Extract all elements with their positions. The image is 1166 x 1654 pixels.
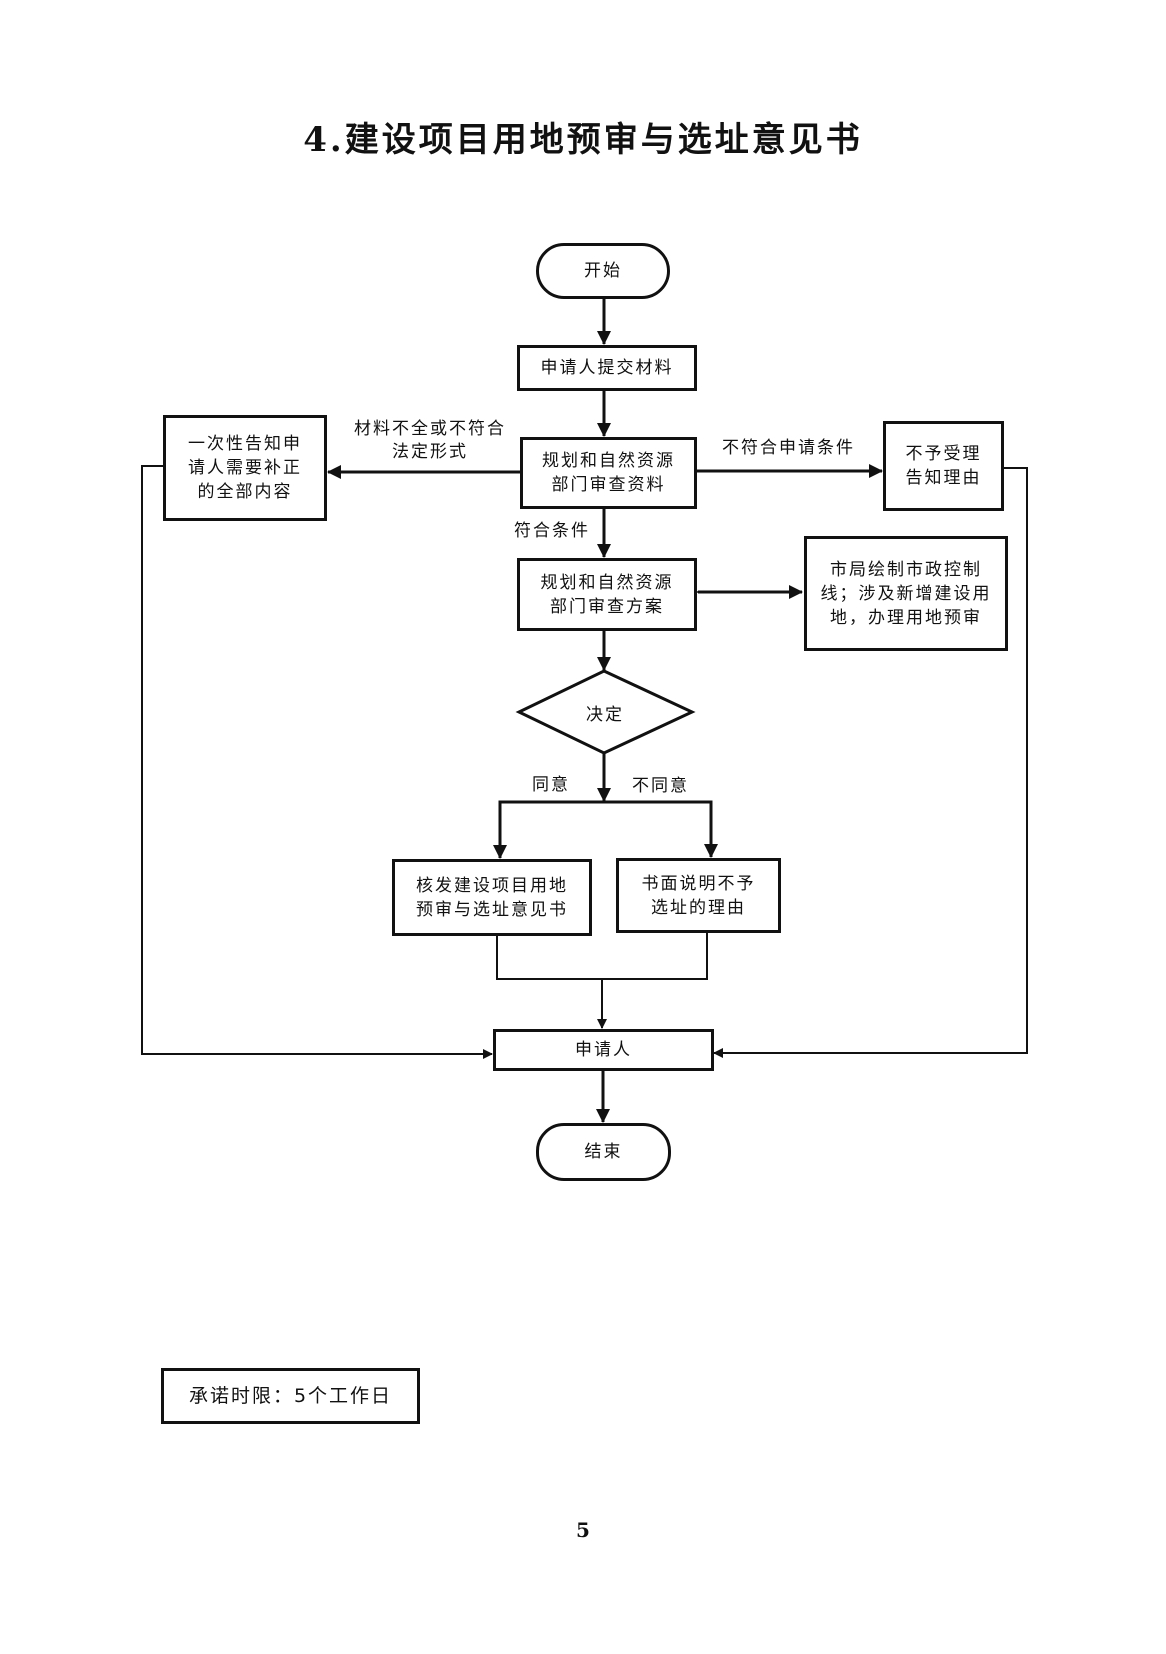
reject-notice-label: 不予受理告知理由 xyxy=(905,444,982,488)
review-documents-label: 规划和自然资源部门审查资料 xyxy=(542,451,675,495)
written-reason-label: 书面说明不予选址的理由 xyxy=(641,873,756,918)
edge-split-agree xyxy=(493,800,604,859)
notify-correction-label: 一次性告知申请人需要补正的全部内容 xyxy=(188,434,302,502)
edge-merge xyxy=(496,932,708,980)
end-label: 结束 xyxy=(584,1142,623,1162)
edge-label-disagree: 不同意 xyxy=(632,776,689,796)
edge-label-not-eligible: 不符合申请条件 xyxy=(722,438,855,458)
applicant-node: 申请人 xyxy=(493,1029,714,1071)
edge-label-agree: 同意 xyxy=(532,775,570,795)
edge-label-eligible: 符合条件 xyxy=(514,521,590,541)
start-node: 开始 xyxy=(536,243,670,299)
edge-label-incomplete: 材料不全或不符合法定形式 xyxy=(345,418,515,464)
commitment-box: 承诺时限：5个工作日 xyxy=(161,1368,420,1424)
end-node: 结束 xyxy=(536,1123,671,1181)
review-plan-node: 规划和自然资源部门审查方案 xyxy=(517,558,697,631)
applicant-label: 申请人 xyxy=(575,1040,632,1060)
review-plan-label: 规划和自然资源部门审查方案 xyxy=(540,572,674,617)
page-title: 4.建设项目用地预审与选址意见书 xyxy=(303,120,863,160)
page-number: 5 xyxy=(576,1518,590,1542)
review-documents-node: 规划和自然资源部门审查资料 xyxy=(520,437,697,509)
reject-notice-node: 不予受理告知理由 xyxy=(883,421,1004,511)
decision-label: 决定 xyxy=(586,705,624,725)
submit-materials-label: 申请人提交材料 xyxy=(540,358,674,378)
city-bureau-label: 市局绘制市政控制线；涉及新增建设用地，办理用地预审 xyxy=(820,559,992,628)
start-label: 开始 xyxy=(584,261,622,281)
edge-label-incomplete-text: 材料不全或不符合法定形式 xyxy=(354,419,506,462)
edge-correction-applicant xyxy=(141,465,493,1059)
submit-materials-node: 申请人提交材料 xyxy=(517,345,697,391)
edge-split-disagree xyxy=(604,800,718,858)
notify-correction-node: 一次性告知申请人需要补正的全部内容 xyxy=(163,415,327,521)
issue-opinion-node: 核发建设项目用地预审与选址意见书 xyxy=(392,859,592,936)
commitment-text: 承诺时限：5个工作日 xyxy=(188,1385,393,1407)
edge-reject-applicant xyxy=(713,467,1028,1058)
issue-opinion-label: 核发建设项目用地预审与选址意见书 xyxy=(416,875,568,920)
written-reason-node: 书面说明不予选址的理由 xyxy=(616,858,781,933)
city-bureau-node: 市局绘制市政控制线；涉及新增建设用地，办理用地预审 xyxy=(804,536,1008,651)
